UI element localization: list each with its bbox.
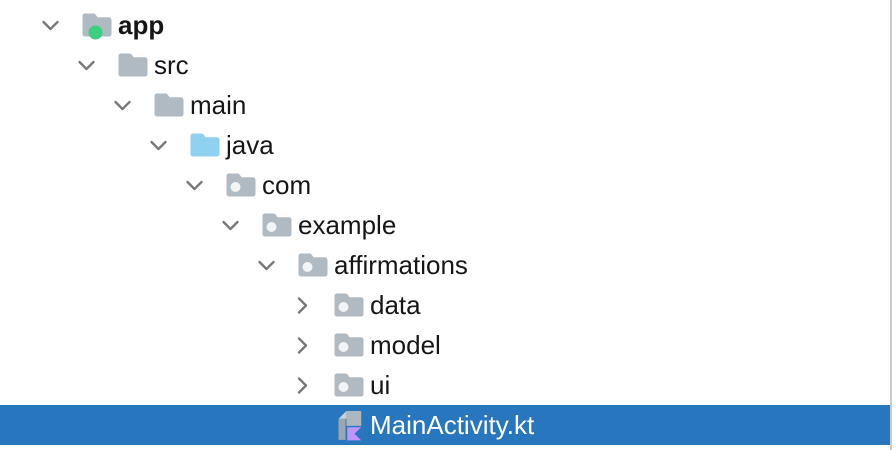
kotlin-file-icon — [334, 405, 364, 445]
tree-item-label: java — [226, 130, 274, 160]
panel-right-border — [890, 0, 892, 450]
tree-row-mainactivity-kt[interactable]: MainActivity.kt — [0, 405, 890, 445]
tree-item-label: src — [154, 50, 189, 80]
chevron-right-icon[interactable] — [292, 285, 312, 325]
chevron-down-icon[interactable] — [76, 45, 96, 85]
tree-row-main[interactable]: main — [0, 85, 890, 125]
tree-row-example[interactable]: example — [0, 205, 890, 245]
tree-row-data[interactable]: data — [0, 285, 890, 325]
tree-item-label: app — [118, 10, 165, 40]
indent-spacer — [292, 405, 312, 445]
chevron-down-icon[interactable] — [220, 205, 240, 245]
tree-item-label: MainActivity.kt — [370, 410, 535, 440]
chevron-down-icon[interactable] — [148, 125, 168, 165]
android-module-folder-icon — [82, 5, 112, 45]
tree-item-label: affirmations — [334, 250, 468, 280]
chevron-right-icon[interactable] — [292, 365, 312, 405]
tree-row-model[interactable]: model — [0, 325, 890, 365]
package-folder-icon — [262, 205, 292, 245]
tree-item-label: model — [370, 330, 441, 360]
tree-row-app[interactable]: app — [0, 5, 890, 45]
tree-row-affirmations[interactable]: affirmations — [0, 245, 890, 285]
package-folder-icon — [334, 285, 364, 325]
source-root-folder-icon — [190, 125, 220, 165]
chevron-down-icon[interactable] — [112, 85, 132, 125]
tree-row-ui[interactable]: ui — [0, 365, 890, 405]
tree-item-label: data — [370, 290, 421, 320]
chevron-right-icon[interactable] — [292, 325, 312, 365]
folder-icon — [118, 45, 148, 85]
tree-item-label: ui — [370, 370, 391, 400]
chevron-down-icon[interactable] — [184, 165, 204, 205]
tree-row-com[interactable]: com — [0, 165, 890, 205]
package-folder-icon — [226, 165, 256, 205]
tree-row-java[interactable]: java — [0, 125, 890, 165]
tree-row-src[interactable]: src — [0, 45, 890, 85]
tree-item-label: example — [298, 210, 397, 240]
package-folder-icon — [334, 365, 364, 405]
package-folder-icon — [334, 325, 364, 365]
tree-item-label: main — [190, 90, 247, 120]
tree-item-label: com — [262, 170, 312, 200]
chevron-down-icon[interactable] — [256, 245, 276, 285]
folder-icon — [154, 85, 184, 125]
chevron-down-icon[interactable] — [40, 5, 60, 45]
package-folder-icon — [298, 245, 328, 285]
